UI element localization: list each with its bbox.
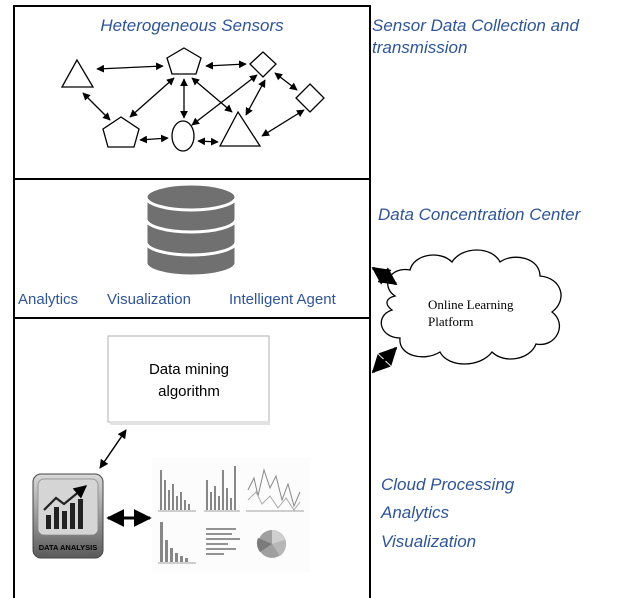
charts-collage xyxy=(152,458,310,572)
data-analysis-app-icon: DATA ANALYSIS xyxy=(32,473,104,559)
data-mining-line2: algorithm xyxy=(158,383,220,400)
sensors-title: Heterogeneous Sensors xyxy=(100,16,284,35)
diamond-sensor-right xyxy=(295,83,325,113)
pentagon-sensor-bottom-left xyxy=(102,116,140,148)
chart-thumb-bottom-right xyxy=(256,530,286,558)
analytics-label: Analytics xyxy=(18,291,78,308)
circle-sensor-center xyxy=(171,120,195,152)
processing-side-label-line1: Cloud Processing xyxy=(381,475,515,494)
diamond-sensor-top-right xyxy=(249,51,277,78)
data-analysis-label: DATA ANALYSIS xyxy=(39,543,97,552)
chart-thumb-bottom-left xyxy=(158,522,196,564)
processing-side-label-line2: Analytics xyxy=(380,503,450,522)
cloud-shape xyxy=(380,249,562,365)
chart-thumb-top-right xyxy=(246,468,304,512)
cloud-to-processing-arrow xyxy=(371,346,398,374)
concentration-side-label: Data Concentration Center xyxy=(378,205,582,224)
mining-to-analysis-arrow xyxy=(99,429,127,469)
processing-section-box xyxy=(13,317,371,598)
data-mining-box xyxy=(107,335,270,423)
bar-chart-icon xyxy=(46,499,83,529)
pentagon-sensor-top xyxy=(166,47,202,75)
processing-side-label-line3: Visualization xyxy=(381,532,476,551)
trend-arrow-icon xyxy=(43,485,88,511)
sensor-network xyxy=(60,47,325,152)
triangle-sensor-bottom-right xyxy=(218,110,262,147)
cloud-title-line1: Online Learning xyxy=(428,297,514,312)
sensors-side-label-line2: transmission xyxy=(372,38,467,57)
intelligent-agent-label: Intelligent Agent xyxy=(229,291,337,308)
chart-thumb-top-middle xyxy=(204,466,240,512)
visualization-label: Visualization xyxy=(107,291,191,308)
sensors-side-label-line1: Sensor Data Collection and xyxy=(372,16,580,35)
database-icon xyxy=(144,182,238,278)
data-mining-line1: Data mining xyxy=(149,361,229,378)
cloud-to-concentration-arrow xyxy=(371,266,398,286)
triangle-sensor-left xyxy=(60,58,95,88)
chart-thumb-bottom-middle xyxy=(206,528,240,555)
cloud-title-line2: Platform xyxy=(428,314,474,329)
chart-thumb-top-left xyxy=(158,470,196,512)
sensor-links xyxy=(82,60,305,146)
